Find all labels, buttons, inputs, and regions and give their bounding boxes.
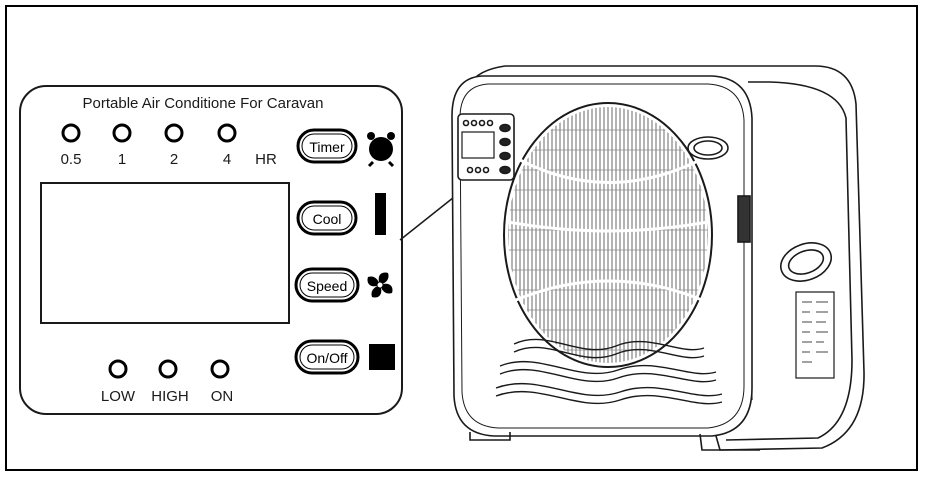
cool-button[interactable]: Cool <box>296 200 358 236</box>
side-vent <box>780 242 832 282</box>
timer-button-label: Timer <box>309 139 345 155</box>
speed-label-on: ON <box>211 388 234 405</box>
mini-control-panel <box>457 113 515 181</box>
speed-label-high: HIGH <box>151 388 189 405</box>
unit-front-face <box>451 75 753 437</box>
square-icon <box>369 344 395 370</box>
alarm-clock-icon <box>367 132 395 168</box>
onoff-button[interactable]: On/Off <box>294 339 360 375</box>
decorative-waves <box>495 338 723 405</box>
speed-button[interactable]: Speed <box>294 267 360 303</box>
control-panel: Portable Air Conditione For Caravan 0.5 … <box>19 85 403 415</box>
timer-led-group: 0.5 1 2 4 HR <box>61 123 277 168</box>
timer-button[interactable]: Timer <box>296 128 358 164</box>
onoff-button-label: On/Off <box>307 350 348 366</box>
figure-border <box>5 5 918 471</box>
panel-title: Portable Air Conditione For Caravan <box>83 95 324 112</box>
fan-grille <box>503 102 713 368</box>
air-conditioner-unit <box>451 65 865 451</box>
speed-button-label: Speed <box>307 278 347 294</box>
timer-led <box>112 123 132 143</box>
speed-led-group: LOW HIGH ON <box>101 359 234 405</box>
bar-icon <box>375 193 386 235</box>
speed-led <box>108 359 128 379</box>
speed-label-low: LOW <box>101 388 136 405</box>
timer-unit-label: HR <box>255 151 277 168</box>
timer-label-0-5: 0.5 <box>61 151 82 168</box>
speed-led <box>158 359 178 379</box>
rating-label <box>795 291 835 379</box>
unit-side-inner <box>725 81 853 441</box>
cool-button-label: Cool <box>313 211 342 227</box>
speed-led <box>210 359 230 379</box>
top-knob <box>687 136 729 160</box>
timer-led <box>61 123 81 143</box>
timer-label-4: 4 <box>223 151 231 168</box>
lcd-display <box>40 182 290 324</box>
timer-led <box>164 123 184 143</box>
timer-led <box>217 123 237 143</box>
timer-label-2: 2 <box>170 151 178 168</box>
fan-icon <box>367 272 393 298</box>
timer-label-1: 1 <box>118 151 126 168</box>
unit-back-body <box>505 65 865 451</box>
